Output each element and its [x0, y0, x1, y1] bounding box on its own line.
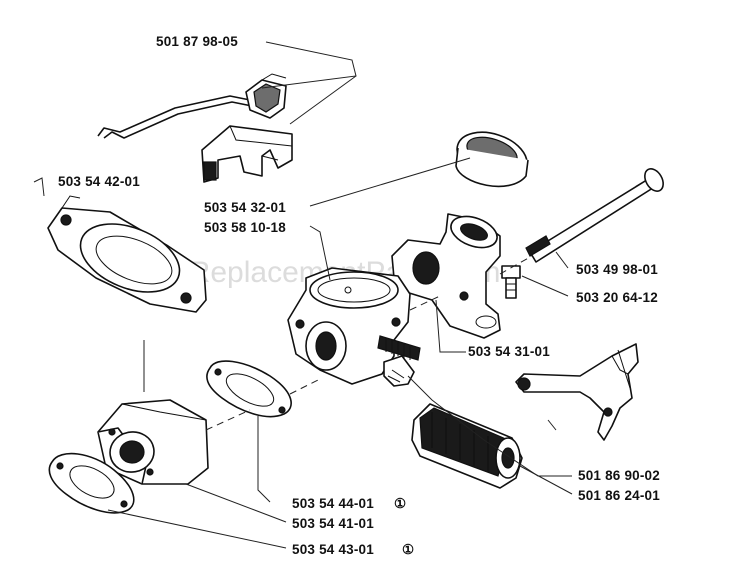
air-filter-part [411, 403, 523, 489]
label-503-54-43-01: 503 54 43-01 [292, 542, 374, 557]
part-labels: 501 87 98-05 503 54 42-01 503 54 32-01 5… [58, 34, 660, 557]
label-501-86-90-02: 501 86 90-02 [578, 468, 660, 483]
adapter-block-part [97, 399, 209, 485]
label-503-49-98-01: 503 49 98-01 [576, 262, 658, 277]
leader-lines [33, 41, 573, 549]
label-503-54-31-01: 503 54 31-01 [468, 344, 550, 359]
throttle-bracket-part [201, 125, 293, 183]
label-503-58-10-18: 503 58 10-18 [204, 220, 286, 235]
long-screw-part [525, 168, 664, 263]
intake-gasket-part [47, 195, 207, 313]
marker-503-54-44-01: ① [394, 496, 406, 511]
label-503-54-32-01: 503 54 32-01 [204, 200, 286, 215]
lever-part [515, 343, 639, 441]
label-503-54-41-01: 503 54 41-01 [292, 516, 374, 531]
label-501-86-24-01: 501 86 24-01 [578, 488, 660, 503]
small-screw-part [501, 265, 521, 299]
label-503-20-64-12: 503 20 64-12 [576, 290, 658, 305]
carburetor-part [287, 267, 421, 387]
small-gasket-part [206, 360, 292, 418]
marker-503-54-43-01: ① [402, 542, 414, 557]
throttle-rod-part [97, 73, 287, 139]
intake-boot-part [455, 131, 529, 188]
label-501-87-98-05: 501 87 98-05 [156, 34, 238, 49]
label-503-54-42-01: 503 54 42-01 [58, 174, 140, 189]
intake-manifold-part [391, 213, 501, 339]
label-503-54-44-01: 503 54 44-01 [292, 496, 374, 511]
lower-gasket-part [48, 452, 135, 514]
